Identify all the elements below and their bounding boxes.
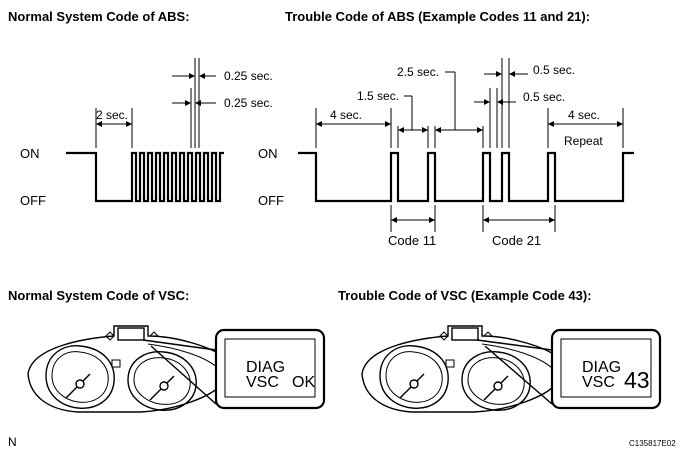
abs-trouble-code-dimensions: Code 11 Code 21 (388, 205, 556, 248)
abs-normal-off-label: OFF (20, 193, 46, 208)
vsc-normal-diag-text: DIAG (246, 359, 285, 376)
abs-trouble-code-b-label: Code 21 (492, 233, 541, 248)
abs-trouble-repeat-label: Repeat (564, 134, 603, 148)
abs-trouble-tail-dimension: 4 sec. Repeat (547, 108, 624, 148)
abs-trouble-pulse-a-label: 0.5 sec. (533, 63, 575, 77)
abs-trouble-on-label: ON (258, 146, 278, 161)
vsc-normal-callout (142, 339, 217, 405)
vsc-trouble-cluster (361, 325, 557, 413)
abs-trouble-lead-dimension: 4 sec. (315, 108, 392, 148)
abs-trouble-pulse-b-label: 0.5 sec. (523, 90, 565, 104)
abs-normal-on-label: ON (20, 146, 40, 161)
abs-trouble-long-gap-dimension: 2.5 sec. (397, 65, 484, 148)
vsc-trouble-title: Trouble Code of VSC (Example Code 43): (338, 288, 592, 303)
vsc-trouble-diag-text: DIAG (582, 359, 621, 376)
vsc-trouble-vsc-text: VSC (582, 374, 615, 391)
abs-trouble-lead-label: 4 sec. (330, 108, 362, 122)
vsc-normal-vsc-text: VSC (246, 374, 279, 391)
vsc-normal-cluster (27, 325, 223, 413)
abs-trouble-title: Trouble Code of ABS (Example Codes 11 an… (285, 9, 590, 24)
footer-left-mark: N (8, 435, 17, 449)
vsc-normal-display: DIAG VSC OK (214, 328, 326, 410)
abs-trouble-tail-label: 4 sec. (568, 108, 600, 122)
abs-trouble-code-a-label: Code 11 (388, 233, 436, 248)
abs-normal-gap-dimension: 2 sec. (95, 108, 133, 148)
abs-normal-pulse-off-label: 0.25 sec. (224, 96, 273, 110)
vsc-normal-value-text: OK (292, 374, 315, 391)
abs-normal-gap-label: 2 sec. (96, 108, 128, 122)
vsc-trouble-value-text: 43 (624, 367, 650, 393)
vsc-trouble-display: DIAG VSC 43 (550, 328, 662, 410)
abs-trouble-pulse-dimension: 0.5 sec. 0.5 sec. (474, 58, 575, 148)
abs-normal-waveform (66, 151, 224, 203)
abs-trouble-waveform (298, 151, 634, 203)
abs-trouble-long-gap-label: 2.5 sec. (397, 65, 439, 79)
abs-normal-pulse-on-label: 0.25 sec. (224, 69, 273, 83)
vsc-normal-title: Normal System Code of VSC: (8, 288, 189, 303)
abs-trouble-off-label: OFF (258, 193, 284, 208)
abs-normal-title: Normal System Code of ABS: (8, 9, 190, 24)
abs-trouble-short-gap-label: 1.5 sec. (357, 89, 399, 103)
vsc-trouble-callout (476, 339, 553, 405)
abs-trouble-short-gap-dimension: 1.5 sec. (357, 89, 429, 148)
figure-code: C135817E02 (629, 439, 676, 448)
abs-normal-pulse-dimension: 0.25 sec. 0.25 sec. (172, 58, 273, 148)
